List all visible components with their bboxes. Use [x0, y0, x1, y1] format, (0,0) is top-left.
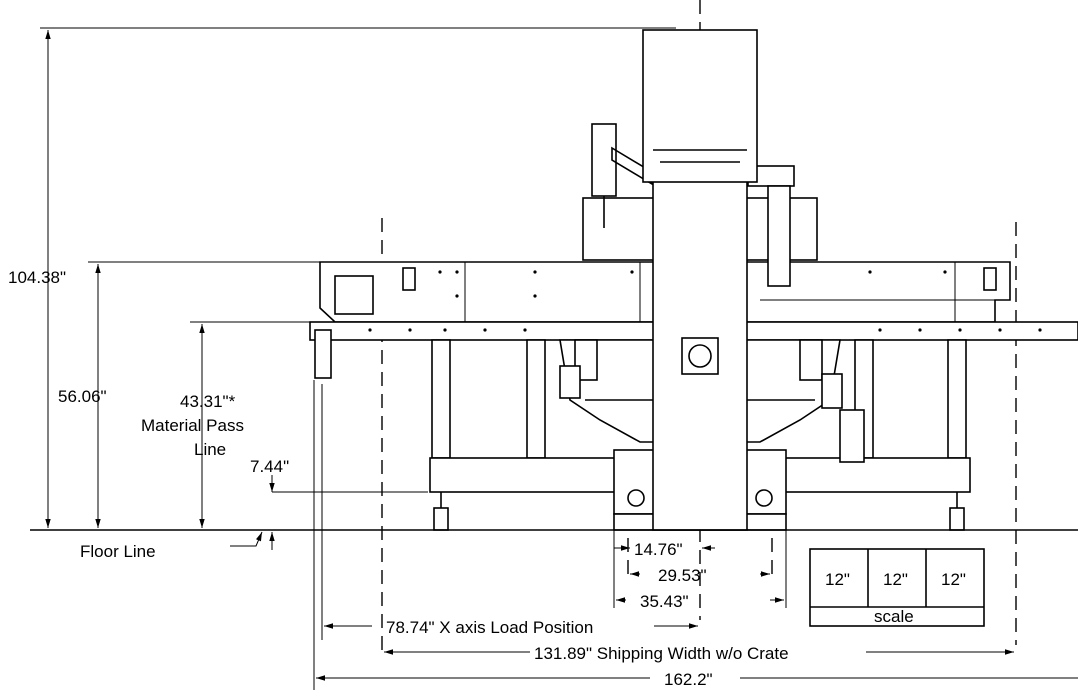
shipping-width-label: 131.89" Shipping Width w/o Crate: [534, 644, 789, 663]
scale-cell-2: 12": [883, 570, 908, 589]
scale-cell-3: 12": [941, 570, 966, 589]
reference-lines: [30, 27, 1078, 531]
pass-line-label-1: Material Pass: [141, 416, 244, 435]
scale-cell-1: 12": [825, 570, 850, 589]
scale-label: scale: [874, 607, 914, 626]
horizontal-dimension-lines: [313, 380, 1078, 690]
load-position-label: 78.74" X axis Load Position: [386, 618, 593, 637]
floor-line-label: Floor Line: [80, 542, 156, 561]
scale-box: [809, 548, 985, 627]
pass-line-label-2: Line: [194, 440, 226, 459]
base-outer-label: 35.43": [640, 592, 689, 611]
overall-width-label: 162.2": [664, 670, 713, 689]
height-total-label: 104.38": [8, 268, 66, 287]
pass-line-value: 43.31"*: [180, 392, 236, 411]
height-table-label: 56.06": [58, 387, 107, 406]
leveling-label: 7.44": [250, 457, 289, 476]
base-mid-label: 29.53": [658, 566, 707, 585]
base-inner-label: 14.76": [634, 540, 683, 559]
machine-body: [309, 29, 1078, 531]
dimension-labels: 104.38" 56.06" 43.31"* Material Pass Lin…: [8, 268, 966, 689]
vertical-dimension-lines: [45, 30, 275, 550]
